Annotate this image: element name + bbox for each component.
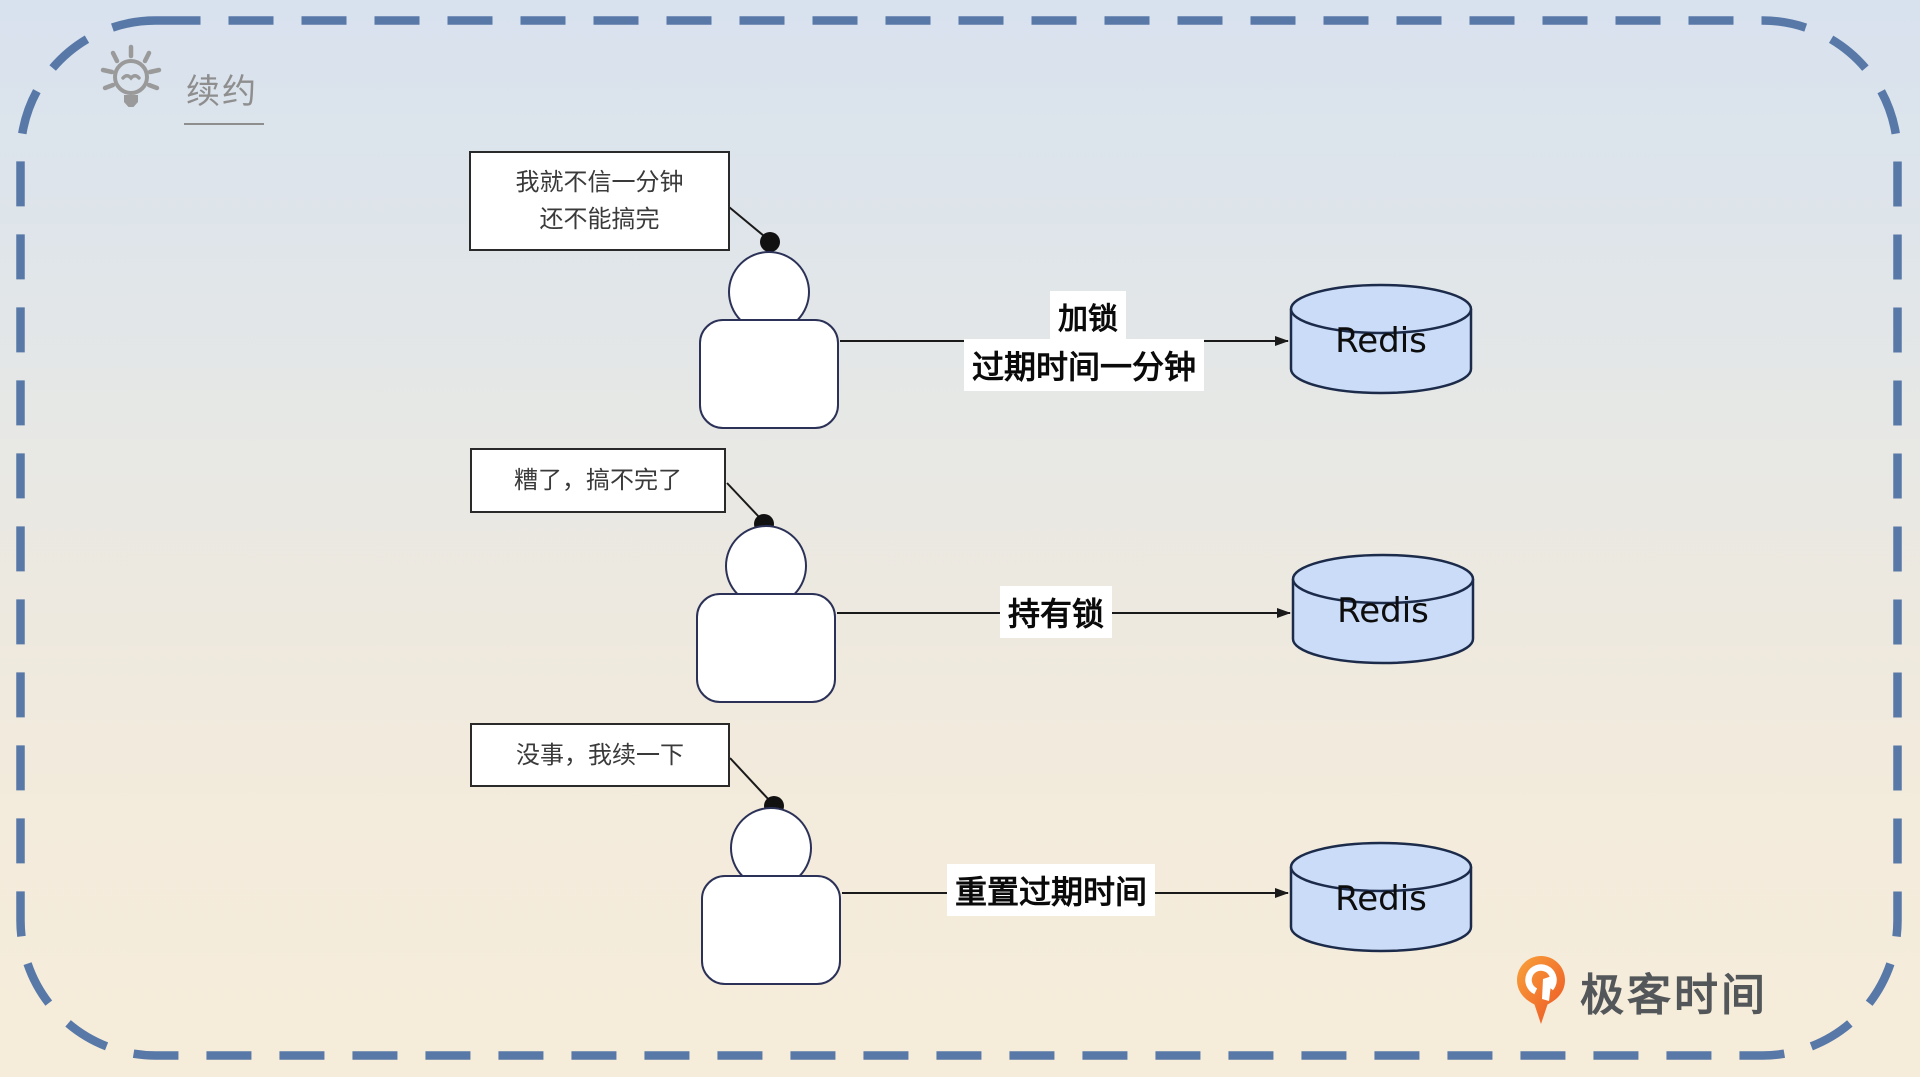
person-body [699, 319, 839, 429]
arrow-label-lock-detail: 过期时间一分钟 [963, 339, 1205, 391]
arrow-label-renew: 重置过期时间 [946, 864, 1156, 916]
header: 续约 [100, 44, 264, 125]
redis-label: Redis [1335, 879, 1427, 919]
redis-cylinder: Redis [1288, 283, 1474, 397]
thought-connector-3 [729, 757, 771, 802]
arrow-label-lock: 加锁 [1050, 291, 1126, 341]
brand-name: 极客时间 [1580, 970, 1768, 1021]
geektime-pin-icon [1517, 956, 1565, 1024]
lightbulb-icon [100, 44, 162, 107]
thought-dot-1 [760, 232, 780, 252]
person-body [696, 593, 836, 703]
person-body [701, 875, 841, 985]
thought-bubble-lock: 我就不信一分钟 还不能搞完 [469, 151, 730, 251]
database-cylinder-icon [1289, 841, 1473, 953]
redis-cylinder: Redis [1290, 553, 1476, 667]
arrow-label-hold: 持有锁 [999, 586, 1113, 638]
section-title: 续约 [184, 62, 264, 125]
thought-bubble-renew: 没事，我续一下 [470, 723, 730, 787]
database-cylinder-icon [1291, 553, 1475, 665]
redis-cylinder: Redis [1288, 841, 1474, 955]
redis-label: Redis [1335, 321, 1427, 361]
thought-bubble-worry: 糟了，搞不完了 [470, 448, 726, 513]
branding: 极客时间 [1516, 955, 1768, 1027]
thought-connector-1 [728, 206, 765, 237]
database-cylinder-icon [1289, 283, 1473, 395]
redis-label: Redis [1337, 591, 1429, 631]
thought-connector-2 [726, 482, 761, 519]
lightbulb-base [124, 95, 138, 107]
